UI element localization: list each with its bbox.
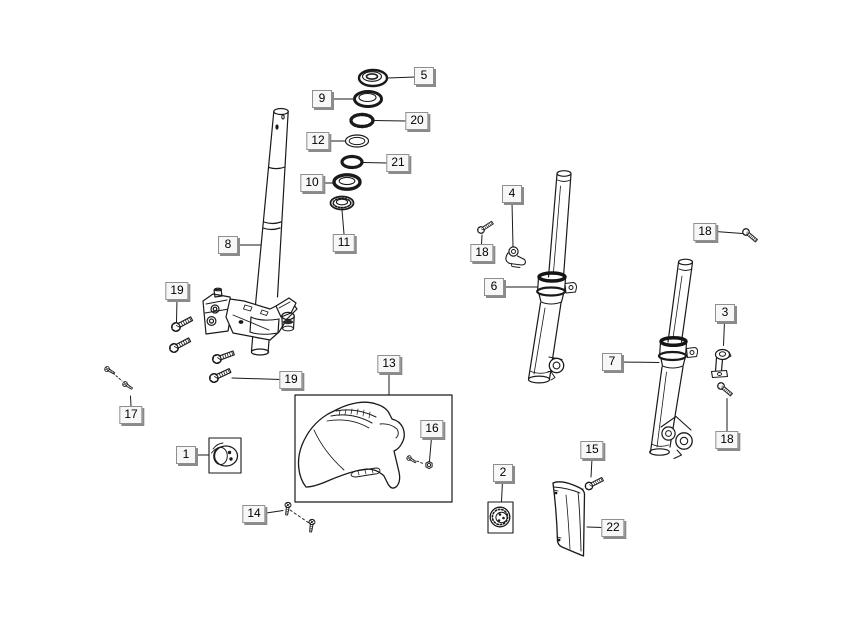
callout-part-2[interactable]: 2 [493, 464, 513, 482]
bracket-3-drawing [710, 348, 732, 379]
steering-stem-drawing [250, 107, 289, 356]
bearing-stack-drawing [329, 68, 389, 211]
fork-leg-right-drawing [649, 258, 699, 459]
lower-yoke-drawing [202, 287, 298, 341]
callout-part-5[interactable]: 5 [414, 67, 434, 85]
callout-part-19-a[interactable]: 19 [165, 282, 189, 300]
callout-part-16[interactable]: 16 [420, 420, 444, 438]
plate-22-drawing [552, 481, 586, 557]
bolt-18-lower-right-drawing [715, 380, 735, 398]
callout-part-6[interactable]: 6 [484, 278, 504, 296]
callout-part-11[interactable]: 11 [332, 234, 356, 252]
bolt-18-middle-drawing [475, 219, 495, 236]
callout-part-10[interactable]: 10 [300, 174, 324, 192]
callout-part-8[interactable]: 8 [218, 236, 238, 254]
callout-part-7[interactable]: 7 [602, 353, 622, 371]
callout-part-18-a[interactable]: 18 [470, 244, 494, 262]
screws-17-drawing [103, 365, 135, 392]
callout-part-14[interactable]: 14 [242, 505, 266, 523]
callout-part-12[interactable]: 12 [306, 132, 330, 150]
screws-14-drawing [283, 501, 316, 533]
part-1-drawing [208, 437, 242, 474]
callout-part-21[interactable]: 21 [386, 154, 410, 172]
callout-part-19-b[interactable]: 19 [279, 371, 303, 389]
callout-part-20[interactable]: 20 [405, 112, 429, 130]
callout-part-4[interactable]: 4 [502, 185, 522, 203]
callout-part-18-b[interactable]: 18 [693, 223, 717, 241]
callout-part-18-c[interactable]: 18 [715, 431, 739, 449]
callout-part-9[interactable]: 9 [312, 90, 332, 108]
callout-part-3[interactable]: 3 [715, 304, 735, 322]
fork-leg-left-drawing [527, 170, 577, 384]
callout-part-22[interactable]: 22 [601, 519, 625, 537]
bracket-4-drawing [505, 246, 526, 268]
callout-part-15[interactable]: 15 [580, 441, 604, 459]
fender-box-13-drawing [294, 394, 453, 503]
callout-part-13[interactable]: 13 [377, 355, 401, 373]
callout-part-17[interactable]: 17 [119, 406, 143, 424]
bolt-18-top-right-drawing [740, 226, 760, 244]
callout-part-1[interactable]: 1 [176, 446, 196, 464]
part-2-drawing [487, 501, 514, 534]
